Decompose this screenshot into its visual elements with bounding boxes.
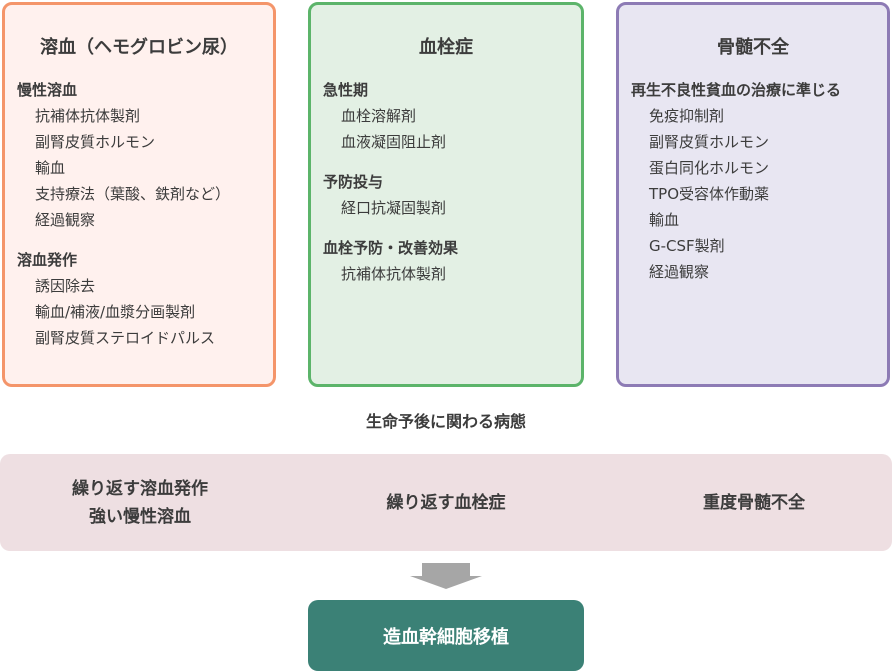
item-list: 免疫抑制剤 副腎皮質ホルモン 蛋白同化ホルモン TPO受容体作動薬 輸血 G-C…: [631, 103, 875, 285]
list-item: 血液凝固阻止剤: [341, 133, 447, 151]
list-item: 輸血/補液/血漿分画製剤: [35, 303, 196, 321]
band-item-marrow: 重度骨髄不全: [703, 492, 805, 513]
section-heading: 再生不良性貧血の治療に準じる: [631, 81, 842, 99]
item-list: 経口抗凝固製剤: [323, 195, 569, 221]
list-item: G-CSF製剤: [649, 237, 725, 255]
list-item: 副腎皮質ステロイドパルス: [35, 329, 216, 347]
band-text: 繰り返す溶血発作: [72, 478, 208, 499]
list-item: 抗補体抗体製剤: [35, 107, 141, 125]
item-list: 抗補体抗体製剤: [323, 261, 569, 287]
list-item: TPO受容体作動薬: [649, 185, 770, 203]
section-heading: 予防投与: [323, 173, 384, 191]
list-item: 経口抗凝固製剤: [341, 199, 447, 217]
down-arrow-icon: [410, 563, 482, 589]
item-list: 抗補体抗体製剤 副腎皮質ホルモン 輸血 支持療法（葉酸、鉄剤など） 経過観察: [17, 103, 261, 233]
hemolysis-box: 溶血（ヘモグロビン尿） 慢性溶血 抗補体抗体製剤 副腎皮質ホルモン 輸血 支持療…: [2, 2, 276, 387]
band-item-hemolysis: 繰り返す溶血発作強い慢性溶血: [0, 454, 280, 551]
thrombosis-box: 血栓症 急性期 血栓溶解剤 血液凝固阻止剤 予防投与 経口抗凝固製剤 血栓予防・…: [308, 2, 584, 387]
item-list: 誘因除去 輸血/補液/血漿分画製剤 副腎皮質ステロイドパルス: [17, 273, 261, 351]
list-item: 副腎皮質ホルモン: [35, 133, 156, 151]
list-item: 輸血: [649, 211, 680, 229]
section-heading: 急性期: [323, 81, 369, 99]
result-box: 造血幹細胞移植: [308, 600, 584, 671]
bone-marrow-failure-box: 骨髄不全 再生不良性貧血の治療に準じる 免疫抑制剤 副腎皮質ホルモン 蛋白同化ホ…: [616, 2, 890, 387]
box-title: 血栓症: [419, 37, 473, 58]
list-item: 支持療法（葉酸、鉄剤など）: [35, 185, 231, 203]
list-item: 経過観察: [35, 211, 96, 229]
list-item: 誘因除去: [35, 277, 96, 295]
list-item: 抗補体抗体製剤: [341, 265, 447, 283]
list-item: 副腎皮質ホルモン: [649, 133, 770, 151]
caption: 生命予後に関わる病態: [365, 412, 526, 431]
band-text: 強い慢性溶血: [89, 506, 191, 527]
prognosis-band: 繰り返す溶血発作強い慢性溶血 繰り返す血栓症 重度骨髄不全: [0, 454, 892, 551]
band-item-thrombosis: 繰り返す血栓症: [386, 492, 506, 513]
section-heading: 溶血発作: [17, 251, 78, 269]
list-item: 輸血: [35, 159, 66, 177]
box-title: 溶血（ヘモグロビン尿）: [40, 37, 238, 58]
list-item: 血栓溶解剤: [341, 107, 417, 125]
section-heading: 血栓予防・改善効果: [323, 239, 459, 257]
list-item: 免疫抑制剤: [649, 107, 725, 125]
item-list: 血栓溶解剤 血液凝固阻止剤: [323, 103, 569, 155]
section-heading: 慢性溶血: [17, 81, 78, 99]
list-item: 経過観察: [649, 263, 710, 281]
list-item: 蛋白同化ホルモン: [649, 159, 770, 177]
box-title: 骨髄不全: [717, 37, 789, 58]
